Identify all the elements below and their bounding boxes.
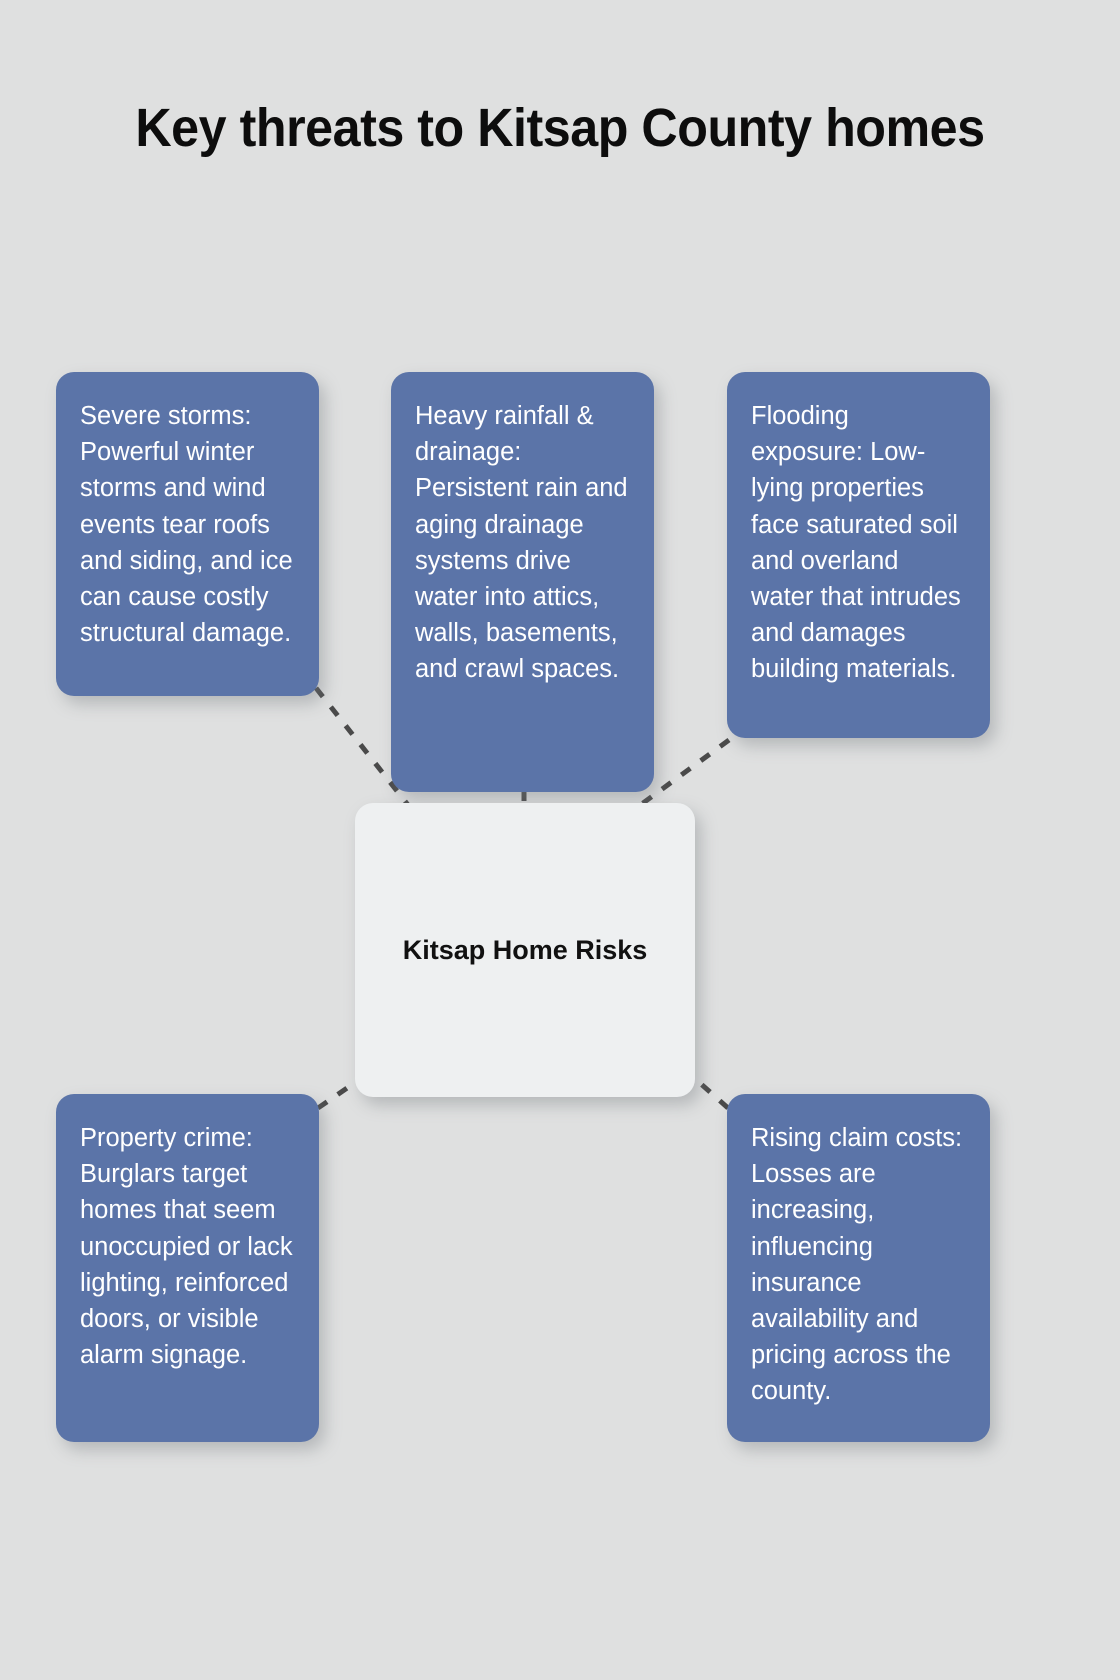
risk-card-rising-claim-costs[interactable]: Rising claim costs: Losses are increasin… — [727, 1094, 990, 1442]
risk-card-property-crime[interactable]: Property crime: Burglars target homes th… — [56, 1094, 319, 1442]
center-node-kitsap-home-risks[interactable]: Kitsap Home Risks — [355, 803, 695, 1097]
risk-card-severe-storms[interactable]: Severe storms: Powerful winter storms an… — [56, 372, 319, 696]
risk-card-heavy-rainfall-drainage[interactable]: Heavy rainfall & drainage: Persistent ra… — [391, 372, 654, 792]
page-title: Key threats to Kitsap County homes — [135, 98, 985, 158]
risk-card-flooding-exposure[interactable]: Flooding exposure: Low-lying properties … — [727, 372, 990, 738]
